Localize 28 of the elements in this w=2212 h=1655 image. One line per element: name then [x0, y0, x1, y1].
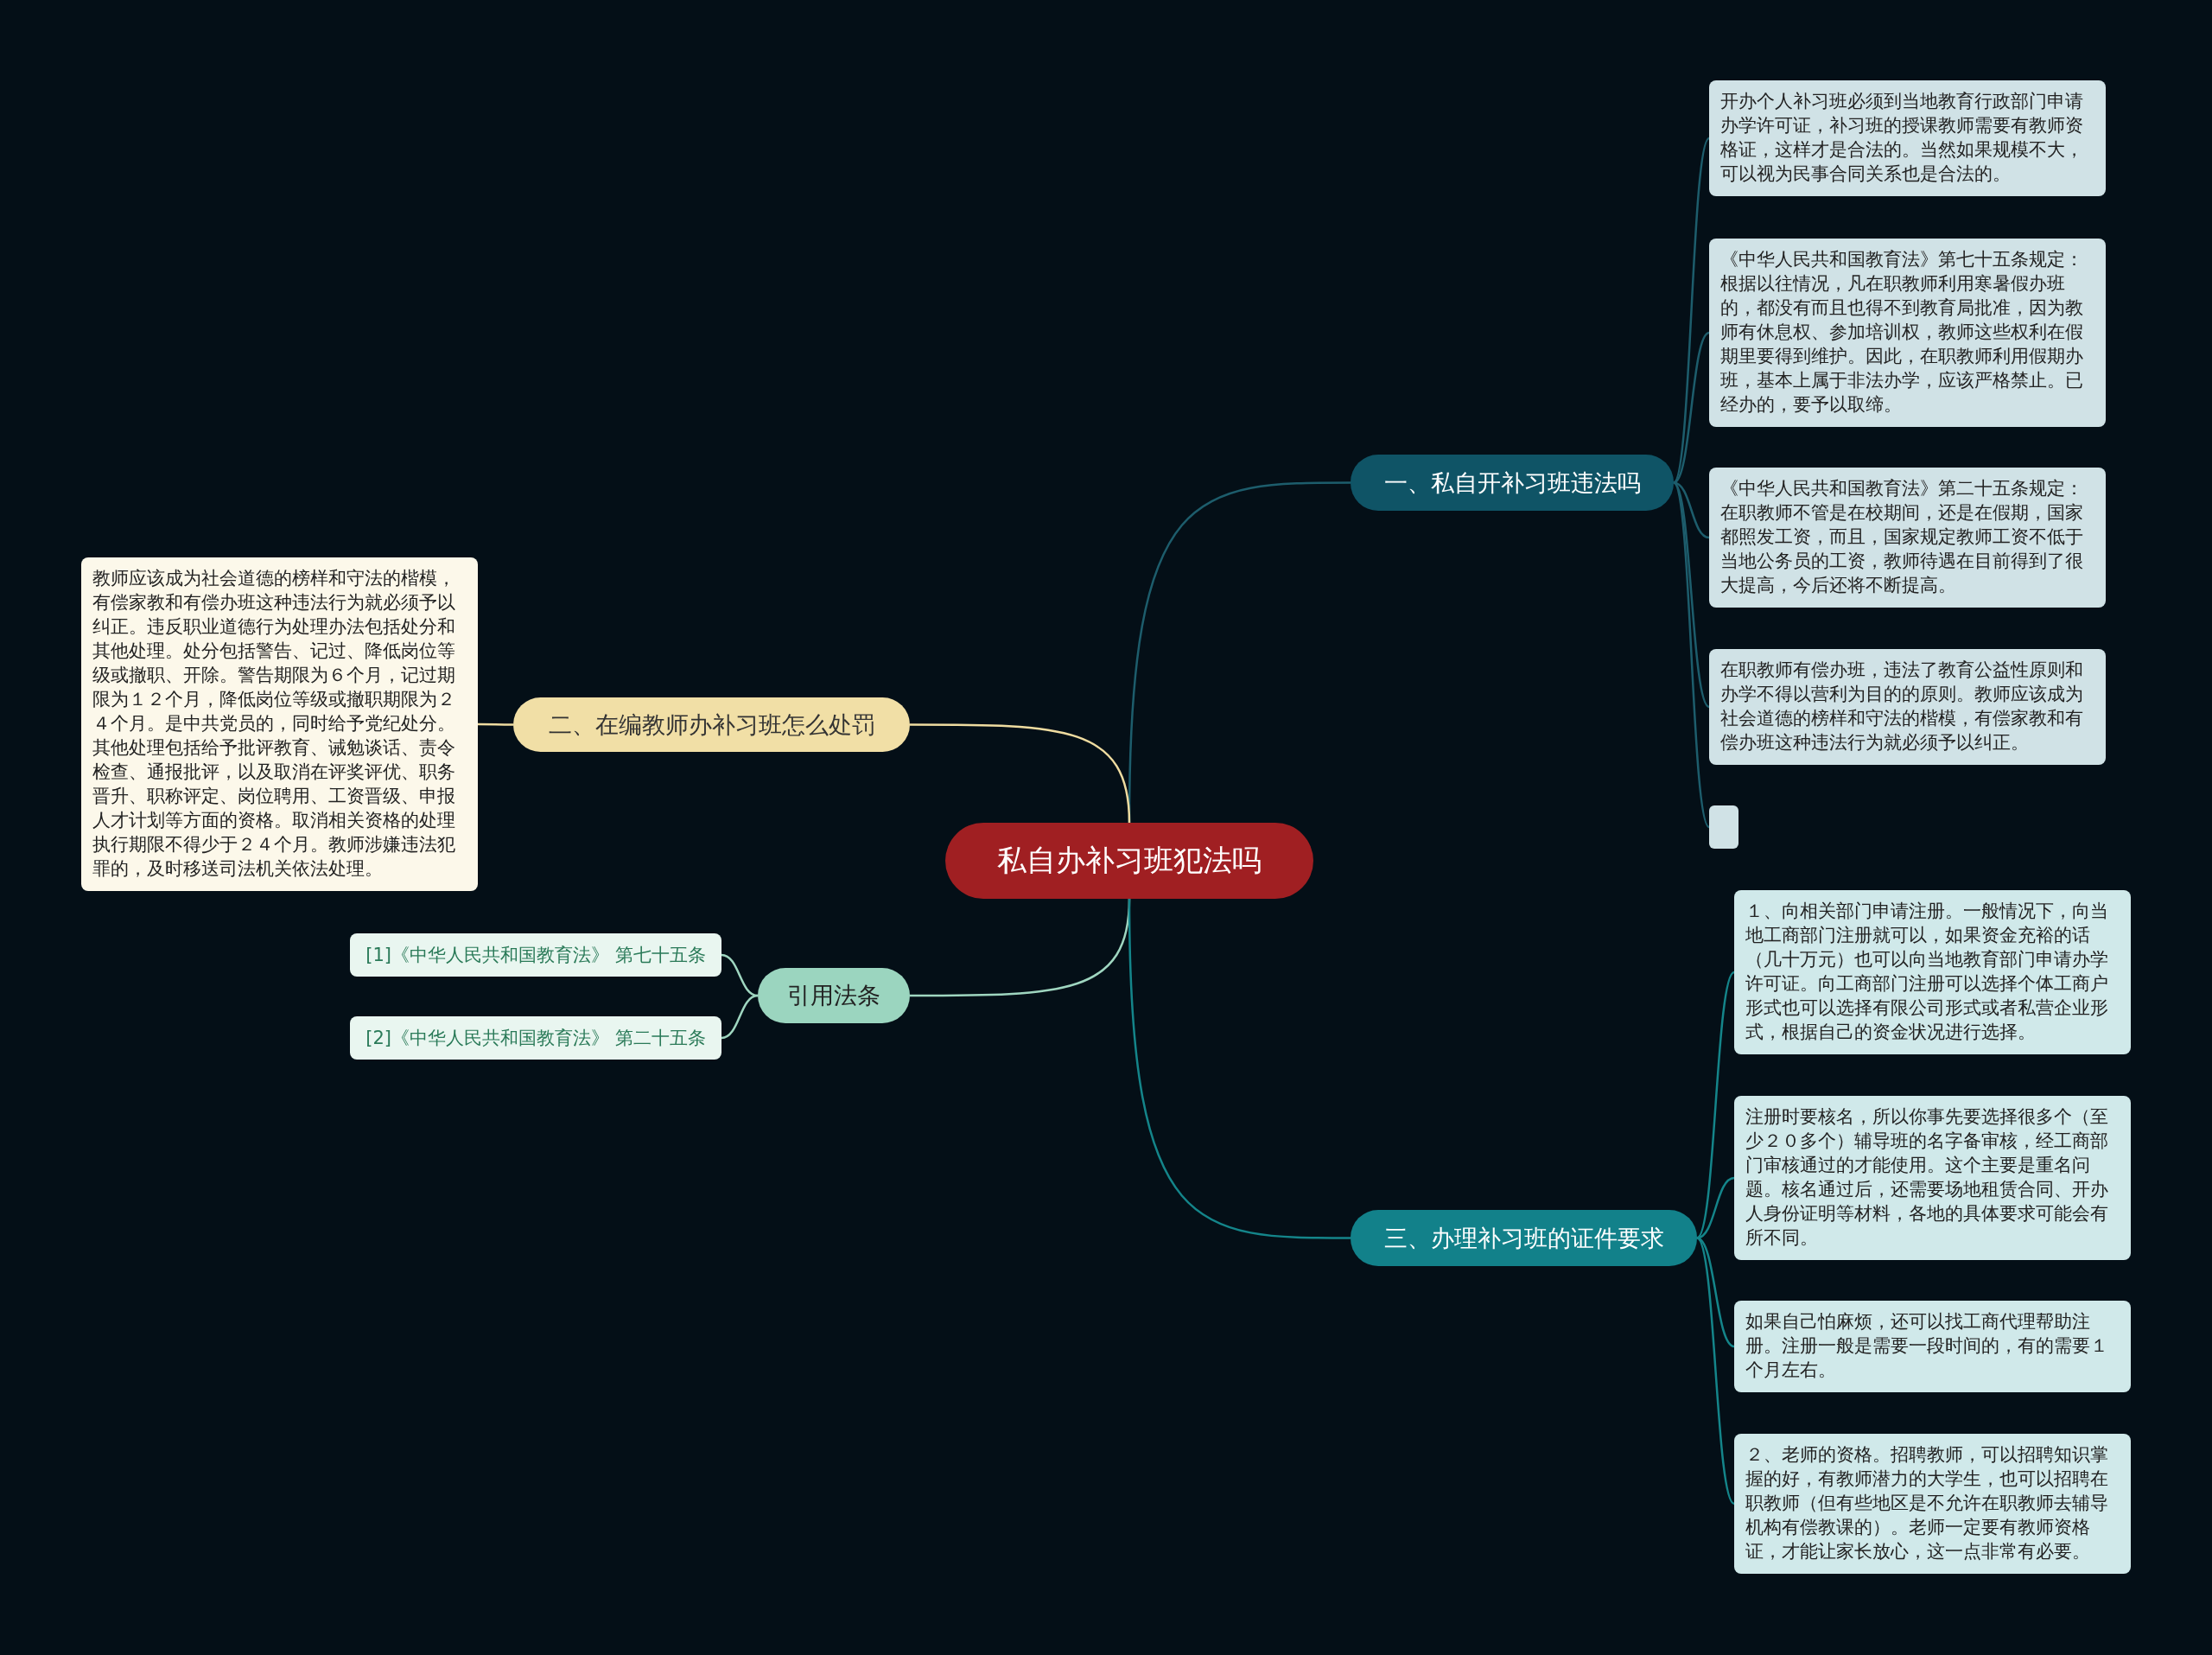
connector-line [721, 953, 759, 997]
connector-line [1672, 137, 1711, 484]
connector-line [910, 723, 1131, 824]
note-card: 在职教师有偿办班，违法了教育公益性原则和办学不得以营利为目的的原则。教师应该成为社会道德的榜样和守法的楷模，有偿家教和有偿办班这种违法行为就必须予以纠正。 [1709, 649, 2106, 765]
note-card: 如果自己怕麻烦，还可以找工商代理帮助注册。注册一般是需要一段时间的，有的需要１个月左右。 [1734, 1301, 2131, 1392]
branch-topic: 三、办理补习班的证件要求 [1351, 1210, 1697, 1266]
connector-line [1696, 971, 1735, 1239]
citation-card: [1]《中华人民共和国教育法》 第七十五条 [350, 933, 721, 977]
connector-line [1673, 332, 1710, 484]
branch-topic: 一、私自开补习班违法吗 [1351, 455, 1674, 511]
empty-card [1709, 805, 1738, 849]
branch-topic: 二、在编教师办补习班怎么处罚 [513, 697, 910, 752]
central-topic: 私自办补习班犯法吗 [945, 823, 1313, 899]
connector-line [1128, 898, 1351, 1239]
connector-line [1696, 1237, 1735, 1505]
note-card: １、向相关部门申请注册。一般情况下，向当地工商部门注册就可以，如果资金充裕的话（几十万元）也可以向当地教育部门申请办学许可证。向工商部门注册可以选择个体工商户形式也可以选择有限公司形式或者私营企业形式，根据自己的资金状况进行选择。 [1734, 890, 2131, 1054]
connector-line [1673, 481, 1710, 708]
connector-line [1672, 481, 1711, 828]
note-card: 教师应该成为社会道德的榜样和守法的楷模，有偿家教和有偿办班这种违法行为就必须予以纠正。违反职业道德行为处理办法包括处分和其他处理。处分包括警告、记过、降低岗位等级或撤职、开除。警告期限为６个月，记过期限为１２个月，降低岗位等级或撤职期限为２４个月。是中共党员的，同时给予党纪处分。其他处理包括给予批评教育、诫勉谈话、责令检查、通报批评，以及取消在评奖评优、职务晋升、职称评定、岗位聘用、工资晋级、申报人才计划等方面的资格。取消相关资格的处理执行期限不得少于２４个月。教师涉嫌违法犯罪的，及时移送司法机关依法处理。 [81, 557, 478, 891]
citation-card: [2]《中华人民共和国教育法》 第二十五条 [350, 1016, 721, 1060]
connector-line [721, 994, 759, 1040]
note-card: 注册时要核名，所以你事先要选择很多个（至少２０多个）辅导班的名字备审核，经工商部门审核通过的才能使用。这个主要是重名问题。核名通过后，还需要场地租赁合同、开办人身份证明等材料，各地的具体要求可能会有所不同。 [1734, 1096, 2131, 1260]
branch-topic: 引用法条 [758, 968, 910, 1023]
note-card: 《中华人民共和国教育法》第七十五条规定：根据以往情况，凡在职教师利用寒暑假办班的，都没有而且也得不到教育局批准，因为教师有休息权、参加培训权，教师这些权利在假期里要得到维护。因此，在职教师利用假期办班，基本上属于非法办学，应该严格禁止。已经办的，要予以取缔。 [1709, 239, 2106, 427]
connector-line [478, 722, 513, 726]
note-card: ２、老师的资格。招聘教师，可以招聘知识掌握的好，有教师潜力的大学生，也可以招聘在职教师（但有些地区是不允许在职教师去辅导机构有偿教课的）。老师一定要有教师资格证，才能让家长放心，这一点非常有必要。 [1734, 1434, 2131, 1574]
note-card: 《中华人民共和国教育法》第二十五条规定：在职教师不管是在校期间，还是在假期，国家都照发工资，而且，国家规定教师工资不低于当地公务员的工资，教师待遇在目前得到了很大提高，今后还将不断提高。 [1709, 468, 2106, 608]
note-card: 开办个人补习班必须到当地教育行政部门申请办学许可证，补习班的授课教师需要有教师资格证，这样才是合法的。当然如果规模不大，可以视为民事合同关系也是合法的。 [1709, 80, 2106, 196]
